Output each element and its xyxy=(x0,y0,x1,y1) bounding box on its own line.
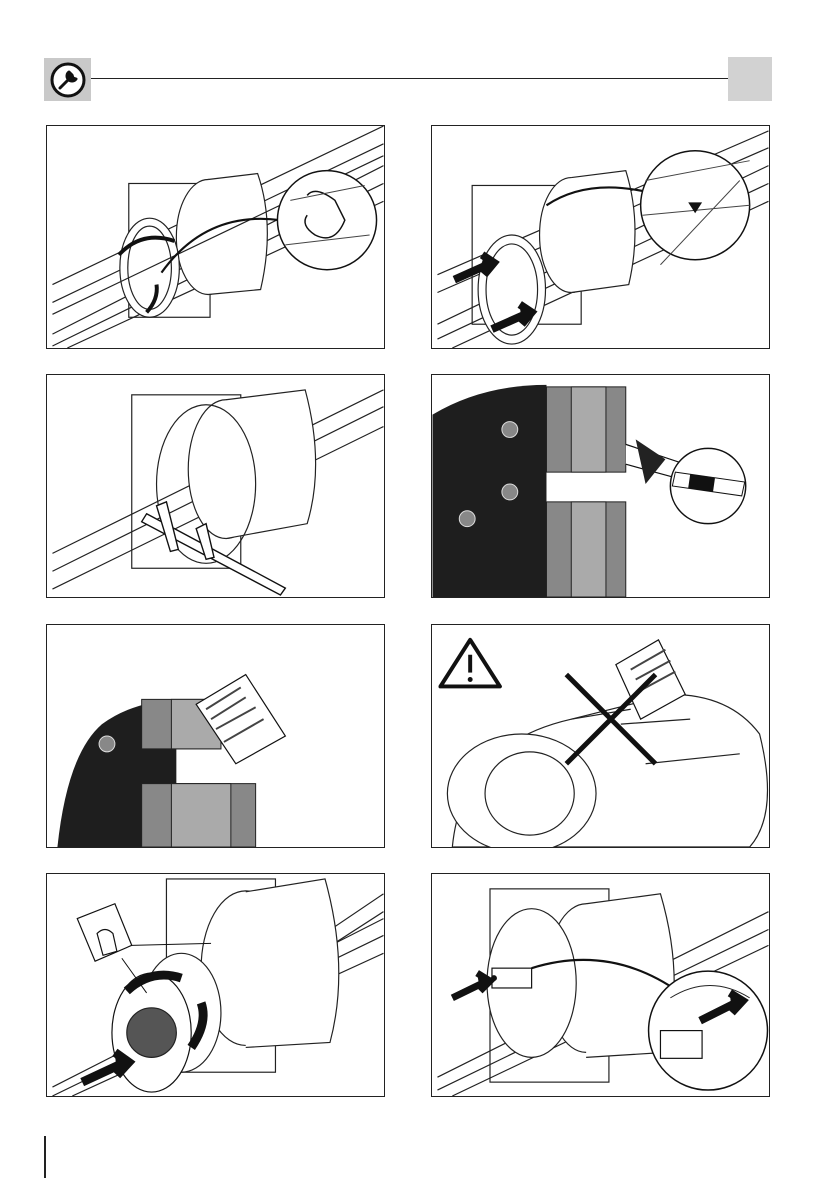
panel-step-4 xyxy=(431,374,770,598)
panel-step-7 xyxy=(46,873,385,1097)
push-arrow-icon xyxy=(452,973,490,998)
wrench-icon xyxy=(49,61,87,99)
magnifier-icon xyxy=(641,151,750,265)
plug-icon xyxy=(491,968,532,988)
seal-cross-section-icon xyxy=(433,385,626,597)
header-rule xyxy=(91,78,729,79)
panel-step-2 xyxy=(431,125,770,349)
panel-step-1 xyxy=(46,125,385,349)
lubricant-tube-icon xyxy=(196,675,285,764)
panel-step-5 xyxy=(46,624,385,848)
magnifier-icon xyxy=(277,171,376,270)
panel-step-6 xyxy=(431,624,770,848)
magnifier-icon xyxy=(649,971,768,1090)
panel-step-3 xyxy=(46,374,385,598)
wrench-icon-badge xyxy=(44,58,91,101)
warning-icon xyxy=(440,640,499,687)
push-arrow-icon xyxy=(82,1052,129,1082)
panel-step-8 xyxy=(431,873,770,1097)
footer-page-bar xyxy=(44,1136,46,1178)
header-section-box xyxy=(728,57,772,101)
magnifier-icon xyxy=(670,448,745,523)
